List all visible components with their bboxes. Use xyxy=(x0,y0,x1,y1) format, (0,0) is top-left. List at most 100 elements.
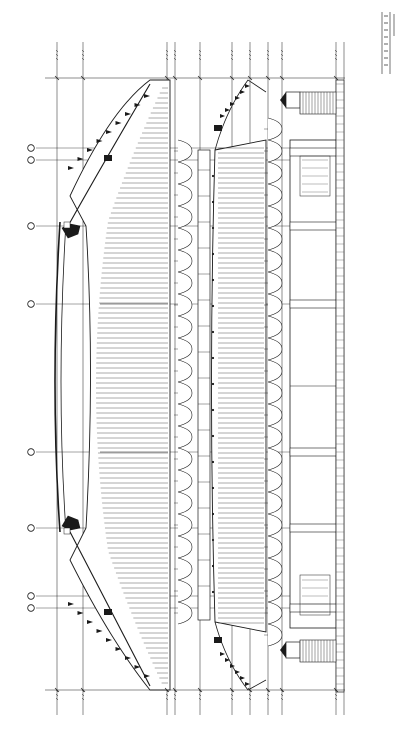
level-tick-top xyxy=(248,57,252,61)
upper-bracket xyxy=(177,513,193,537)
hip-beast xyxy=(68,602,74,606)
level-tick-top xyxy=(165,53,169,57)
upper-bracket xyxy=(177,447,193,471)
lower-bracket xyxy=(267,337,283,361)
level-tick-bottom xyxy=(198,693,202,697)
dougong-brackets xyxy=(174,117,283,647)
upper-bracket xyxy=(177,337,193,361)
level-tick-bottom xyxy=(334,697,338,701)
stone-lantern-cap xyxy=(280,92,286,108)
grid-axis-marker xyxy=(27,592,35,600)
upper-bracket xyxy=(177,227,193,251)
hip-beast xyxy=(235,96,240,100)
beam-peg xyxy=(211,200,215,204)
lower-bracket xyxy=(267,557,283,581)
upper-roof-outline xyxy=(69,79,171,691)
dimension-tick xyxy=(54,75,60,81)
lower-bracket xyxy=(267,425,283,449)
level-tick-top xyxy=(334,53,338,57)
hip-beast xyxy=(68,166,74,170)
dimension-tick xyxy=(229,687,235,693)
hip-beast xyxy=(106,638,112,642)
dimension-tick xyxy=(229,75,235,81)
platform-edge xyxy=(335,79,345,693)
lower-bracket xyxy=(267,293,283,317)
column xyxy=(289,603,337,613)
level-tick-top xyxy=(198,57,202,61)
dimension-tick xyxy=(333,687,339,693)
hip-beast xyxy=(144,674,150,678)
main-hall-wall xyxy=(289,139,337,629)
dimension-tick xyxy=(80,687,86,693)
eave-bell xyxy=(104,609,112,615)
grid-axis-marker xyxy=(27,524,35,532)
dimension-tick xyxy=(279,75,285,81)
hip-beast xyxy=(87,148,93,152)
level-tick-bottom xyxy=(248,693,252,697)
door-panel xyxy=(299,574,331,616)
level-tick-bottom xyxy=(280,693,284,697)
lower-bracket xyxy=(267,359,283,383)
eave-bell xyxy=(214,125,222,131)
upper-bracket xyxy=(177,249,193,273)
upper-bracket xyxy=(177,535,193,559)
level-tick-top xyxy=(266,57,270,61)
level-tick-bottom xyxy=(173,697,177,701)
stone-lantern xyxy=(285,91,301,109)
hip-beast xyxy=(125,656,131,660)
upper-roof xyxy=(69,79,171,691)
lower-bracket xyxy=(267,491,283,515)
level-tick-top xyxy=(165,49,169,53)
lower-bracket xyxy=(267,535,283,559)
lower-bracket xyxy=(267,117,283,141)
door-panel xyxy=(299,155,331,197)
level-tick-bottom xyxy=(55,693,59,697)
level-tick-bottom xyxy=(55,697,59,701)
dimension-tick xyxy=(247,687,253,693)
dimension-tick xyxy=(265,75,271,81)
lower-bracket xyxy=(267,623,283,647)
hip-beast xyxy=(115,647,122,651)
dimension-tick xyxy=(54,687,60,693)
level-tick-bottom xyxy=(165,697,169,701)
lower-bracket xyxy=(267,579,283,603)
upper-bracket xyxy=(177,315,193,339)
level-tick-top xyxy=(266,53,270,57)
upper-bracket xyxy=(177,469,193,493)
grid-axis-marker xyxy=(27,448,35,456)
column xyxy=(289,147,337,157)
lower-bracket xyxy=(267,227,283,251)
hip-beast xyxy=(134,665,141,669)
main-ridge-line xyxy=(54,221,61,533)
hip-ridge xyxy=(67,527,151,687)
level-tick-top xyxy=(198,49,202,53)
lower-bracket xyxy=(267,139,283,163)
level-tick-bottom xyxy=(230,697,234,701)
grid-axis-marker xyxy=(27,222,35,230)
level-tick-top xyxy=(173,49,177,53)
upper-bracket xyxy=(177,425,193,449)
grid-axis-marker xyxy=(27,156,35,164)
dimension-tick xyxy=(333,75,339,81)
dimension-tick xyxy=(172,687,178,693)
level-tick-bottom xyxy=(266,689,270,693)
level-tick-bottom xyxy=(334,693,338,697)
dimension-tick xyxy=(80,75,86,81)
hip-beast xyxy=(220,114,225,118)
grid-axis-marker xyxy=(27,300,35,308)
lower-bracket xyxy=(267,601,283,625)
level-tick-top xyxy=(55,53,59,57)
level-tick-bottom xyxy=(55,689,59,693)
grid-axis-marker xyxy=(27,144,35,152)
level-tick-top xyxy=(55,49,59,53)
beam-peg xyxy=(211,538,215,542)
dimension-tick xyxy=(164,687,170,693)
level-tick-bottom xyxy=(248,689,252,693)
main-ridge-line-inner xyxy=(60,221,67,533)
hip-beast xyxy=(245,84,250,88)
hip-beast xyxy=(125,112,131,116)
hip-beast xyxy=(245,682,250,686)
column xyxy=(289,447,337,457)
hip-beast xyxy=(235,670,240,674)
